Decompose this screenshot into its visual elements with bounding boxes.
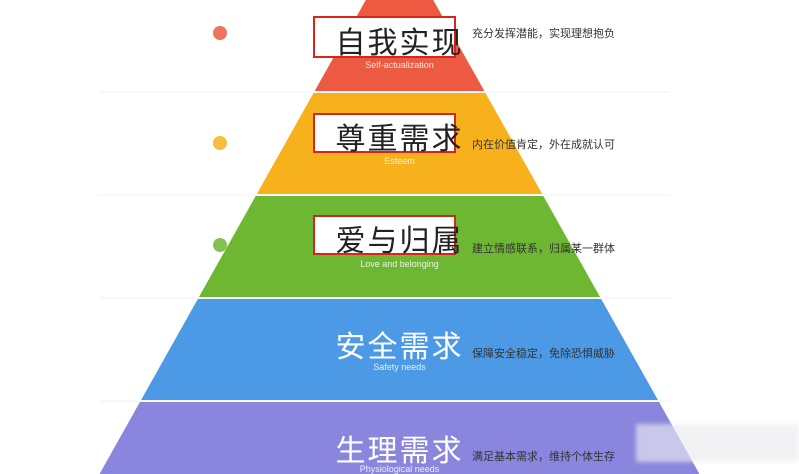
level-3-description: 建立情感联系，归属某一群体: [472, 242, 615, 255]
level-1-title: 自我实现: [335, 26, 464, 61]
level-3-marker: [213, 238, 227, 252]
level-1-description: 充分发挥潜能，实现理想抱负: [472, 27, 615, 40]
pyramid-band-4: [141, 299, 658, 400]
level-2-title: 尊重需求: [335, 122, 464, 157]
level-4-marker: [213, 343, 227, 357]
level-3-subtitle: Love and belonging: [360, 259, 439, 269]
level-2-subtitle: Esteem: [384, 156, 415, 166]
level-4-description: 保障安全稳定，免除恐惧威胁: [472, 347, 615, 360]
level-2-marker: [213, 136, 227, 150]
level-5-title: 生理需求: [335, 434, 464, 469]
level-5-marker: [213, 448, 227, 462]
level-2-highlight-box: [313, 113, 456, 153]
level-1-highlight-box: [313, 16, 456, 58]
level-1-marker: [213, 26, 227, 40]
level-5-description: 满足基本需求，维持个体生存: [472, 450, 615, 463]
watermark: [636, 424, 799, 462]
level-2-description: 内在价值肯定，外在成就认可: [472, 138, 615, 151]
level-3-title: 爱与归属: [335, 224, 464, 259]
level-4-title: 安全需求: [335, 330, 464, 365]
level-4-subtitle: Safety needs: [373, 362, 426, 372]
pyramid-band-5: [99, 402, 700, 474]
level-3-highlight-box: [313, 215, 456, 255]
level-5-subtitle: Physiological needs: [359, 464, 440, 474]
level-1-subtitle: Self-actualization: [365, 60, 434, 70]
